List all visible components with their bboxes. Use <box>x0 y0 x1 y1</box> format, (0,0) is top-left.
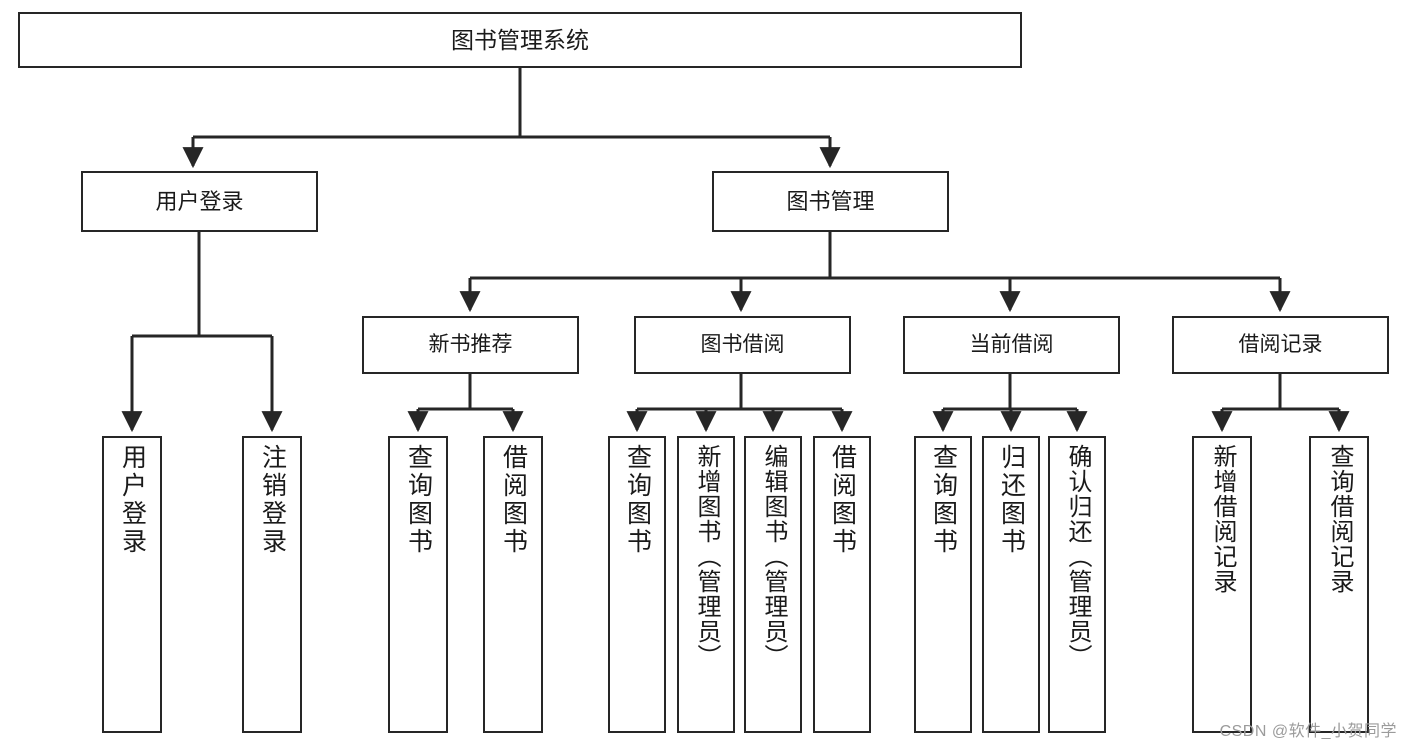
node-label: 新书推荐 <box>428 332 513 356</box>
leaf-add-record[interactable]: 新增借阅记录 <box>1192 436 1252 733</box>
node-label: 查询图书 <box>929 444 958 556</box>
node-label: 查询图书 <box>404 444 433 556</box>
node-label: 图书管理 <box>786 188 875 214</box>
csdn-watermark: CSDN @软件_小贺同学 <box>1219 723 1397 740</box>
leaf-add-book[interactable]: 新增图书（管理员） <box>677 436 735 733</box>
node-root-system[interactable]: 图书管理系统 <box>18 12 1022 68</box>
leaf-confirm-return[interactable]: 确认归还（管理员） <box>1048 436 1106 733</box>
node-book-borrow[interactable]: 图书借阅 <box>634 316 851 374</box>
leaf-borrow-book-2[interactable]: 借阅图书 <box>813 436 871 733</box>
node-label: 查询借阅记录 <box>1326 444 1353 594</box>
node-label: 用户登录 <box>155 188 244 214</box>
node-label: 注销登录 <box>258 444 287 556</box>
node-borrow-record[interactable]: 借阅记录 <box>1172 316 1389 374</box>
leaf-query-book-3[interactable]: 查询图书 <box>914 436 972 733</box>
node-label: 当前借阅 <box>969 332 1054 356</box>
node-label: 查询图书 <box>623 444 652 556</box>
leaf-query-book-2[interactable]: 查询图书 <box>608 436 666 733</box>
node-label: 确认归还（管理员） <box>1064 444 1091 669</box>
node-label: 借阅记录 <box>1238 332 1323 356</box>
node-label: 图书借阅 <box>700 332 785 356</box>
node-book-management[interactable]: 图书管理 <box>712 171 949 232</box>
leaf-user-login[interactable]: 用户登录 <box>102 436 162 733</box>
node-label: 借阅图书 <box>499 444 528 556</box>
node-label: 图书管理系统 <box>451 26 589 53</box>
leaf-return-book[interactable]: 归还图书 <box>982 436 1040 733</box>
leaf-user-logout[interactable]: 注销登录 <box>242 436 302 733</box>
node-label: 借阅图书 <box>828 444 857 556</box>
leaf-query-record[interactable]: 查询借阅记录 <box>1309 436 1369 733</box>
node-label: 用户登录 <box>118 444 147 556</box>
node-new-book-recommend[interactable]: 新书推荐 <box>362 316 579 374</box>
node-current-borrow[interactable]: 当前借阅 <box>903 316 1120 374</box>
node-label: 归还图书 <box>997 444 1026 556</box>
node-label: 新增图书（管理员） <box>693 444 720 669</box>
leaf-edit-book[interactable]: 编辑图书（管理员） <box>744 436 802 733</box>
leaf-borrow-book-1[interactable]: 借阅图书 <box>483 436 543 733</box>
node-label: 编辑图书（管理员） <box>760 444 787 669</box>
node-user-login[interactable]: 用户登录 <box>81 171 318 232</box>
leaf-query-book-1[interactable]: 查询图书 <box>388 436 448 733</box>
node-label: 新增借阅记录 <box>1209 444 1236 594</box>
